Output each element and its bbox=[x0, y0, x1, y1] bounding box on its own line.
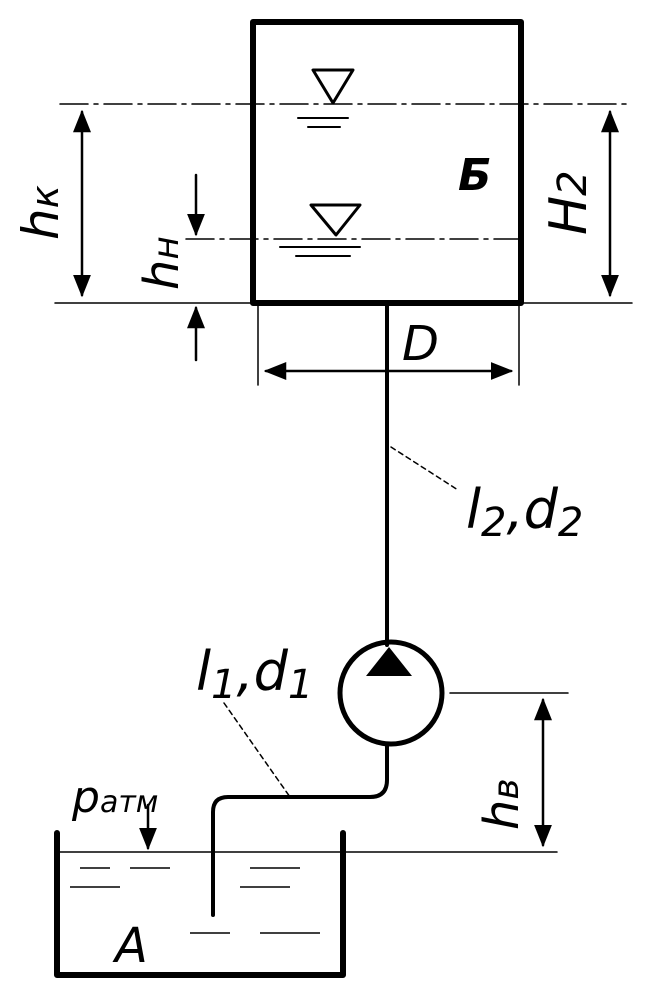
label-hk: hк bbox=[12, 185, 70, 240]
pipe-l1-d1 bbox=[211, 743, 389, 917]
label-l1-d1: l1,d1 bbox=[196, 640, 313, 708]
lower-level-symbol bbox=[279, 203, 362, 257]
pipe-l1-leader bbox=[223, 702, 291, 798]
label-hv: hв bbox=[474, 778, 530, 830]
label-patm: pатм bbox=[71, 772, 158, 823]
upper-level-symbol bbox=[297, 68, 355, 128]
label-h2: H2 bbox=[539, 170, 599, 235]
pipe-l2-leader bbox=[390, 446, 459, 491]
label-d: D bbox=[402, 316, 439, 372]
lower-tank-a bbox=[54, 830, 346, 978]
label-hn: hн bbox=[134, 236, 190, 290]
lower-tank-water-dashes bbox=[70, 867, 320, 934]
pump bbox=[337, 639, 445, 747]
label-l2-d2: l2,d2 bbox=[466, 478, 583, 546]
pump-direction-triangle bbox=[366, 647, 412, 676]
label-tank-b: Б bbox=[458, 150, 492, 201]
label-tank-a: A bbox=[112, 918, 148, 974]
